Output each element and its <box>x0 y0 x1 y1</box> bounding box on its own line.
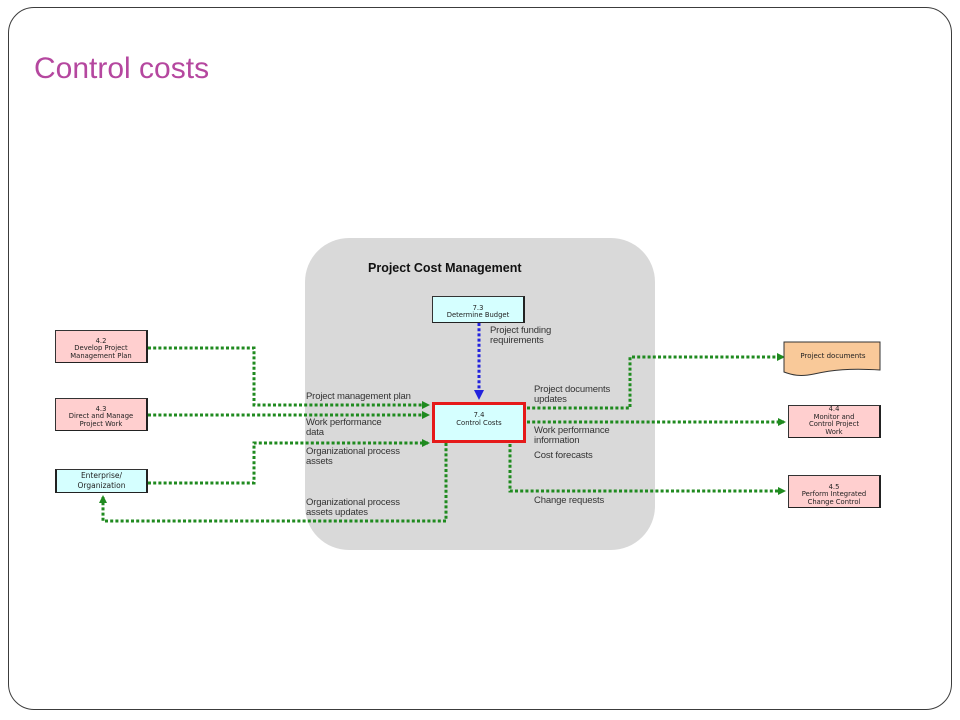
output-name-line: Perform Integrated <box>801 490 867 499</box>
input-name-line: Project Work <box>79 419 123 428</box>
output-name-line: Control Project <box>809 420 859 428</box>
label-doc-updates: Project documents updates <box>534 384 611 405</box>
process-group-title: Project Cost Management <box>368 261 522 275</box>
input-number: 4.3 <box>95 404 107 413</box>
label-opa-updates: Organizational process assets updates <box>306 497 400 518</box>
flow-doc-updates <box>527 353 785 410</box>
process-7-3-determine-budget: 7.3 Determine Budget <box>432 296 525 323</box>
output-name-line: Change Control <box>807 497 861 506</box>
flow-opa <box>148 439 430 485</box>
output-name-line: Monitor and <box>813 412 855 421</box>
label-pm-plan: Project management plan <box>306 391 411 402</box>
output-number: 4.4 <box>828 405 840 413</box>
label-opa: Organizational process assets <box>306 446 400 467</box>
flow-opa-updates <box>99 443 448 523</box>
input-name-line: Direct and Manage <box>68 412 134 421</box>
process-name: Determine Budget <box>446 311 510 319</box>
slide-title: Control costs <box>34 52 210 85</box>
output-4-4-monitor-control: 4.4 Monitor and Control Project Work <box>788 405 881 438</box>
process-7-4-control-costs: 7.4 Control Costs <box>432 402 526 443</box>
input-name-line: Organization <box>77 481 126 490</box>
output-4-5-integrated-change-control: 4.5 Perform Integrated Change Control <box>788 475 881 508</box>
flow-change-requests <box>508 444 786 495</box>
input-name-line: Management Plan <box>70 351 132 360</box>
output-number: 4.5 <box>828 482 840 491</box>
output-project-documents: Project documents <box>800 352 866 360</box>
label-funding-requirements: Project funding requirements <box>490 325 552 346</box>
input-4-2-develop-pm-plan: 4.2 Develop Project Management Plan <box>55 330 148 363</box>
input-name-line: Enterprise/ <box>80 471 123 480</box>
flow-pm-plan <box>148 346 430 409</box>
input-number: 4.2 <box>95 336 107 345</box>
process-number: 7.4 <box>473 411 485 419</box>
input-name-line: Develop Project <box>74 344 128 353</box>
label-work-performance-info: Work performance information <box>534 425 610 446</box>
input-enterprise-organization: Enterprise/ Organization <box>55 469 148 493</box>
input-4-3-direct-manage-work: 4.3 Direct and Manage Project Work <box>55 398 148 431</box>
label-change-requests: Change requests <box>534 495 605 506</box>
label-work-performance-data: Work performance data <box>306 417 382 438</box>
output-name-line: Work <box>825 427 843 436</box>
process-number: 7.3 <box>472 303 484 312</box>
process-name: Control Costs <box>456 418 502 427</box>
project-documents-shape <box>783 341 881 376</box>
label-cost-forecasts: Cost forecasts <box>534 450 593 461</box>
